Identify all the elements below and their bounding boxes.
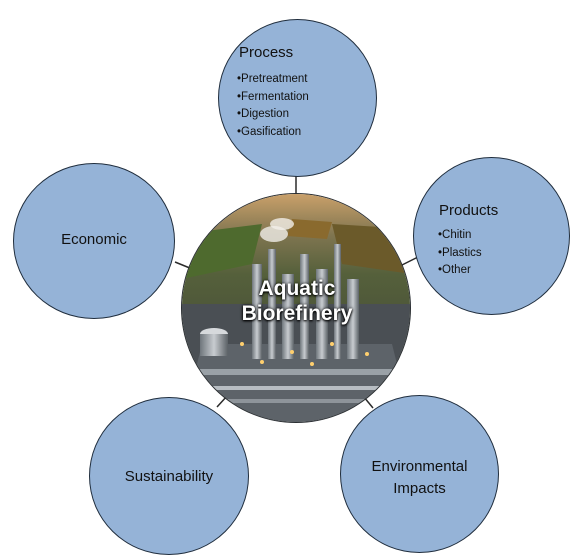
economic-node: Economic bbox=[13, 163, 175, 319]
process-node: Process Pretreatment Fermentation Digest… bbox=[218, 19, 377, 177]
aquatic-biorefinery-hub: Aquatic Biorefinery bbox=[181, 193, 411, 423]
list-item: Pretreatment bbox=[237, 71, 309, 89]
economic-title: Economic bbox=[61, 231, 127, 248]
list-item: Fermentation bbox=[237, 89, 309, 107]
sustainability-title: Sustainability bbox=[124, 468, 214, 485]
center-title-line2: Biorefinery bbox=[241, 302, 353, 325]
environmental-title-line1: Environmental bbox=[371, 458, 468, 475]
products-title: Products bbox=[439, 202, 499, 219]
process-title: Process bbox=[239, 44, 294, 61]
center-title-line1: Aquatic bbox=[258, 277, 336, 300]
process-list: Pretreatment Fermentation Digestion Gasi… bbox=[237, 71, 309, 141]
environmental-title-line2: Impacts bbox=[393, 480, 446, 497]
products-list: Chitin Plastics Other bbox=[438, 227, 482, 280]
list-item: Digestion bbox=[237, 106, 309, 124]
products-node: Products Chitin Plastics Other bbox=[413, 157, 570, 315]
list-item: Other bbox=[438, 262, 482, 280]
sustainability-node: Sustainability bbox=[89, 397, 249, 555]
refinery-image bbox=[182, 194, 410, 422]
list-item: Gasification bbox=[237, 124, 309, 142]
center-title: Aquatic Biorefinery bbox=[182, 276, 410, 326]
list-item: Chitin bbox=[438, 227, 482, 245]
list-item: Plastics bbox=[438, 245, 482, 263]
